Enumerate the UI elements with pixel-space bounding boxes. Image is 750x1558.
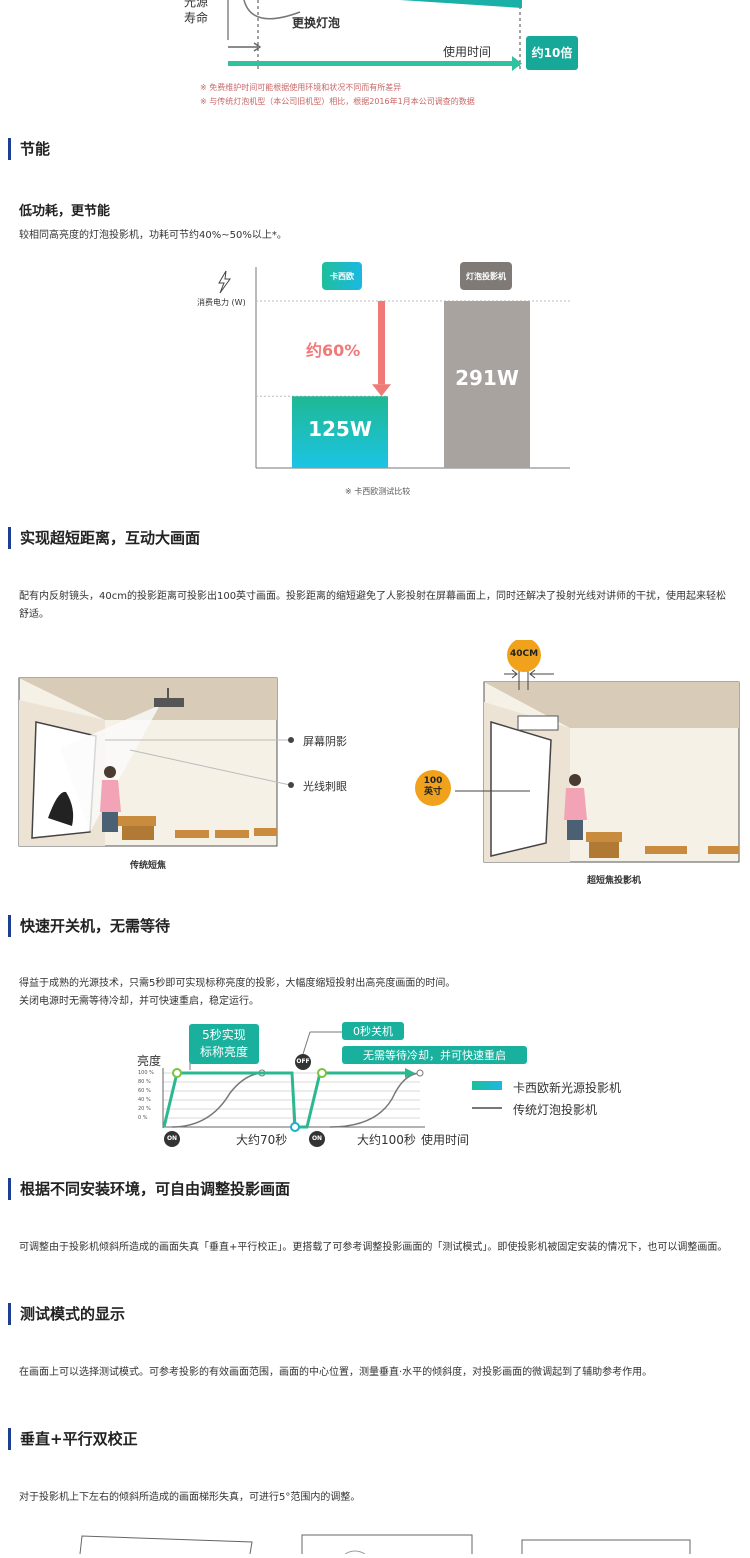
ultra-short-room-illustration [415,638,740,863]
test-mode-text: 在画面上可以选择测试模式。可参考投影的有效画面范围，画面的中心位置，测量垂直·水… [19,1367,653,1378]
lightning-icon [218,270,231,294]
ratio-badge: 约10倍 [531,46,573,60]
on-badge-2: ON [311,1135,323,1142]
distance-badge: 40CM [509,649,539,659]
lifespan-xlabel: 使用时间 [443,45,492,59]
throw-illustration-graphic [18,638,740,863]
ytick-20: 20 % [138,1106,151,1112]
power-chart-graphic [218,262,570,469]
adjust-heading: 根据不同安装环境，可自由调整投影画面 [8,1178,290,1200]
ytick-60: 60 % [138,1088,151,1094]
power-note: ※ 卡西欧测试比较 [345,487,411,496]
label-100s: 大约100秒 [357,1133,416,1147]
size-badge-unit: 英寸 [423,787,442,797]
callout-restart: 无需等待冷却，并可快速重启 [363,1049,506,1062]
lifespan-ylabel-line2: 寿命 [184,11,209,25]
quick-start-heading: 快速开关机，无需等待 [8,915,170,937]
bar-casio [292,396,388,468]
on-badge-1: ON [166,1135,178,1142]
startup-ylabel: 亮度 [137,1054,162,1068]
energy-subheading: 低功耗，更节能 [19,204,111,219]
legend-lamp: 传统灯泡投影机 [513,1103,598,1117]
value-label-lamp: 291W [455,366,519,390]
lifespan-chart: 光源 寿命 更换灯泡 使用时间 约10倍 ※ 免费维护时间可能根据使用环境和状况… [0,0,750,120]
startup-yticks: 100 % 80 % 60 % 40 % 20 % 0 % [138,1069,154,1123]
size-badge-number: 100 [423,776,443,786]
startup-chart: 亮度 100 % 80 % 60 % 40 % 20 % 0 % 5秒实现 标称… [0,1018,750,1153]
callout-glare: 光线刺眼 [303,780,347,793]
ultra-short-heading: 实现超短距离，互动大画面 [8,527,200,549]
legend-casio: 卡西欧新光源投影机 [513,1081,622,1095]
lamp-replace-label: 更换灯泡 [292,16,341,30]
quick-start-text-1: 得益于成熟的光源技术，只需5秒即可实现标称亮度的投影，大幅度缩短投射出高亮度画面… [19,978,456,989]
quick-start-text-2: 关闭电源时无需等待冷却，并可快速重启，稳定运行。 [19,996,259,1007]
power-ylabel: 消费电力 (W) [197,298,246,307]
ytick-80: 80 % [138,1079,151,1085]
lifespan-ylabel: 光源 寿命 [184,0,208,26]
callout-5s: 5秒实现 标称亮度 [189,1027,259,1061]
reduction-arrow [378,301,385,385]
lifespan-note-2: ※ 与传统灯泡机型（本公司旧机型）相比，根据2016年1月本公司调查的数据 [200,97,475,106]
value-label-casio: 125W [308,417,372,441]
callout-5s-line2: 标称亮度 [199,1045,248,1059]
ytick-100: 100 % [138,1070,154,1076]
startup-xlabel: 使用时间 [421,1133,470,1147]
adjust-text: 可调整由于投影机倾斜所造成的画面失真「垂直+平行校正」。更搭载了可参考调整投影画… [19,1242,728,1253]
off-badge: OFF [296,1058,310,1065]
callout-5s-line1: 5秒实现 [202,1028,246,1042]
label-casio: 卡西欧 [330,272,354,281]
startup-chart-graphic [162,1022,527,1147]
power-chart: 消费电力 (W) 卡西欧 灯泡投影机 约60% 125W 291W ※ 卡西欧测… [0,255,750,505]
reduction-label: 约60% [306,341,361,360]
label-lamp: 灯泡投影机 [466,272,506,281]
test-mode-heading: 测试模式的显示 [8,1303,125,1325]
keystone-text: 对于投影机上下左右的倾斜所造成的画面梯形失真，可进行5°范围内的调整。 [19,1492,361,1503]
throw-illustrations: 屏幕阴影 光线刺眼 传统短焦 超短焦投影机 40CM 100 英寸 [0,638,750,890]
callout-off: 0秒关机 [353,1025,393,1038]
ytick-0: 0 % [138,1115,148,1121]
ultra-short-text: 配有内反射镜头，40cm的投影距离可投影出100英寸画面。投影距离的缩短避免了人… [19,591,727,620]
callout-shadow: 屏幕阴影 [303,735,347,748]
energy-text: 较相同高亮度的灯泡投影机，功耗可节约40%~50%以上*。 [19,230,287,241]
lifespan-ylabel-line1: 光源 [184,0,209,9]
right-caption: 超短焦投影机 [587,876,642,886]
keystone-heading: 垂直+平行双校正 [8,1428,138,1450]
lifespan-chart-graphic [227,0,578,71]
lifespan-note-1: ※ 免费维护时间可能根据使用环境和状况不同而有所差异 [200,83,402,92]
traditional-room-illustration [18,677,294,847]
bar-lamp [444,301,530,468]
ytick-40: 40 % [138,1097,151,1103]
keystone-graphic [79,1534,691,1555]
left-caption: 传统短焦 [130,861,167,871]
label-70s: 大约70秒 [236,1133,288,1147]
keystone-illustrations [0,1530,750,1555]
size-badge: 100 英寸 [415,776,451,798]
energy-heading: 节能 [8,138,50,160]
